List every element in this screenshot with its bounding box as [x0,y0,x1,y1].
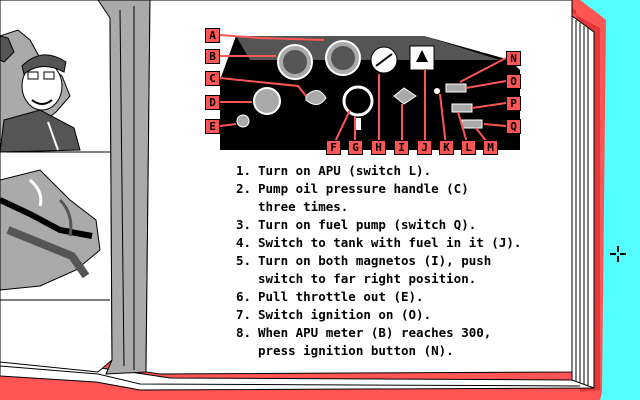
callout-o: O [506,74,521,89]
callout-i: I [394,140,409,155]
instruction-text: three times. [258,199,349,214]
crosshair-icon [610,246,626,262]
instruction-6: 6. Pull throttle out (E). [236,288,556,306]
callout-j: J [417,140,432,155]
instruction-5-cont: switch to far right position. [236,270,556,288]
callout-k: K [439,140,454,155]
callout-d: D [205,95,220,110]
instruction-text: press ignition button (N). [258,343,454,358]
callout-n: N [506,51,521,66]
callout-l: L [461,140,476,155]
biplane-illustration-icon [0,169,110,301]
callout-h: H [371,140,386,155]
instruction-4: 4. Switch to tank with fuel in it (J). [236,234,556,252]
callout-leaders [219,34,507,147]
instruction-7: 7. Switch ignition on (O). [236,306,556,324]
instruction-5: 5. Turn on both magnetos (I), push [236,252,556,270]
pilot-portrait-icon [0,29,110,153]
instruction-2-cont: three times. [236,198,556,216]
instruction-text: Pump oil pressure handle (C) [258,181,469,196]
instruction-text: Switch ignition on (O). [258,307,432,322]
callout-a: A [205,28,220,43]
instruction-number: 1. [236,163,252,178]
instruction-number: 2. [236,181,252,196]
callout-e: E [205,119,220,134]
startup-instructions: 1. Turn on APU (switch L). 2. Pump oil pre… [236,162,556,360]
instruction-3: 3. Turn on fuel pump (switch Q). [236,216,556,234]
instruction-8: 8. When APU meter (B) reaches 300, [236,324,556,342]
instruction-1: 1. Turn on APU (switch L). [236,162,556,180]
spine-gutter [97,0,151,375]
instruction-text: Pull throttle out (E). [258,289,424,304]
callout-p: P [506,96,521,111]
instruction-number: 6. [236,289,252,304]
instruction-number: 3. [236,217,252,232]
instruction-number: 7. [236,307,252,322]
instruction-number: 8. [236,325,252,340]
callout-g: G [348,140,363,155]
instruction-text: Turn on both magnetos (I), push [258,253,492,268]
callout-f: F [326,140,341,155]
instruction-number: 4. [236,235,252,250]
instruction-text: switch to far right position. [258,271,477,286]
callout-c: C [205,71,220,86]
instruction-text: Switch to tank with fuel in it (J). [258,235,522,250]
callout-q: Q [506,119,521,134]
callout-b: B [205,49,220,64]
instruction-text: When APU meter (B) reaches 300, [258,325,492,340]
callout-m: M [483,140,498,155]
instruction-number: 5. [236,253,252,268]
instruction-text: Turn on APU (switch L). [258,163,432,178]
instruction-8-cont: press ignition button (N). [236,342,556,360]
instruction-2: 2. Pump oil pressure handle (C) [236,180,556,198]
cockpit-panel [220,36,520,150]
instruction-text: Turn on fuel pump (switch Q). [258,217,477,232]
